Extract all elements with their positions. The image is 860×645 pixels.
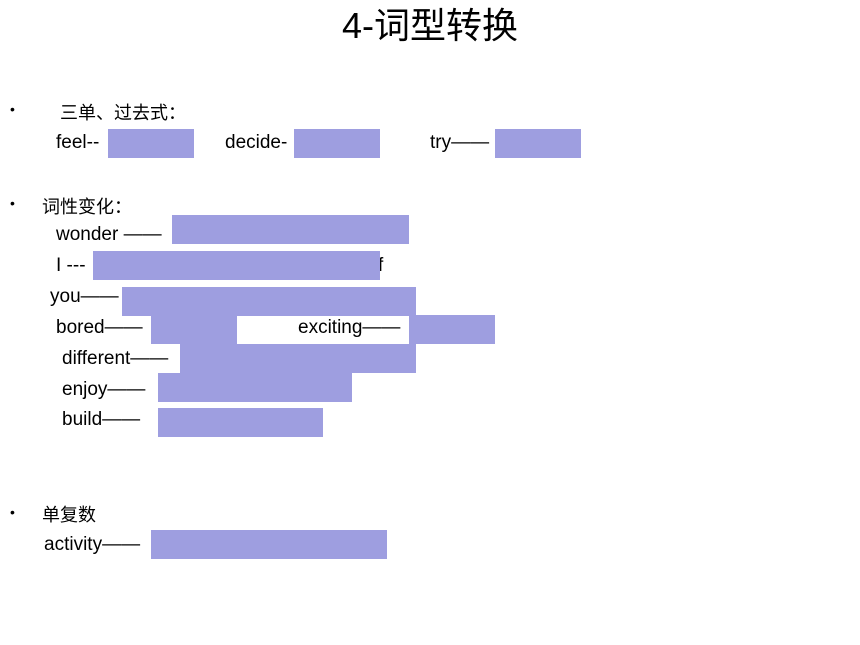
answer-box-build <box>158 408 323 437</box>
answer-box-different <box>180 344 416 373</box>
answer-box-activity <box>151 530 387 559</box>
section-heading-word-class: 词性变化： <box>42 197 132 218</box>
answer-box-enjoy <box>158 373 352 402</box>
word-you: you—— <box>50 286 119 307</box>
bullet-2: • <box>10 195 15 211</box>
word-bored: bored—— <box>56 317 143 338</box>
word-enjoy: enjoy—— <box>62 379 146 400</box>
answer-box-i <box>93 251 380 280</box>
answer-box-wonder <box>172 215 409 244</box>
answer-box-feel <box>108 129 194 158</box>
word-different: different—— <box>62 348 169 369</box>
answer-box-exciting <box>409 315 495 344</box>
word-exciting: exciting—— <box>298 317 401 338</box>
section-heading-plural: 单复数 <box>42 505 96 526</box>
answer-box-bored <box>151 315 237 344</box>
word-i: I --- <box>56 255 86 276</box>
word-build: build—— <box>62 409 141 430</box>
word-try: try—— <box>430 132 490 153</box>
page-title: 4-词型转换 <box>342 5 519 46</box>
answer-box-decide <box>294 129 380 158</box>
bullet-3: • <box>10 504 15 520</box>
word-feel: feel-- <box>56 132 100 153</box>
answer-box-try <box>495 129 581 158</box>
section-heading-tense: 三单、过去式： <box>60 103 186 124</box>
answer-box-you <box>122 287 416 316</box>
word-decide: decide- <box>225 132 288 153</box>
word-i-trailing: f <box>378 255 384 276</box>
bullet-1: • <box>10 101 15 117</box>
word-activity: activity—— <box>44 534 141 555</box>
word-wonder: wonder —— <box>56 224 162 245</box>
